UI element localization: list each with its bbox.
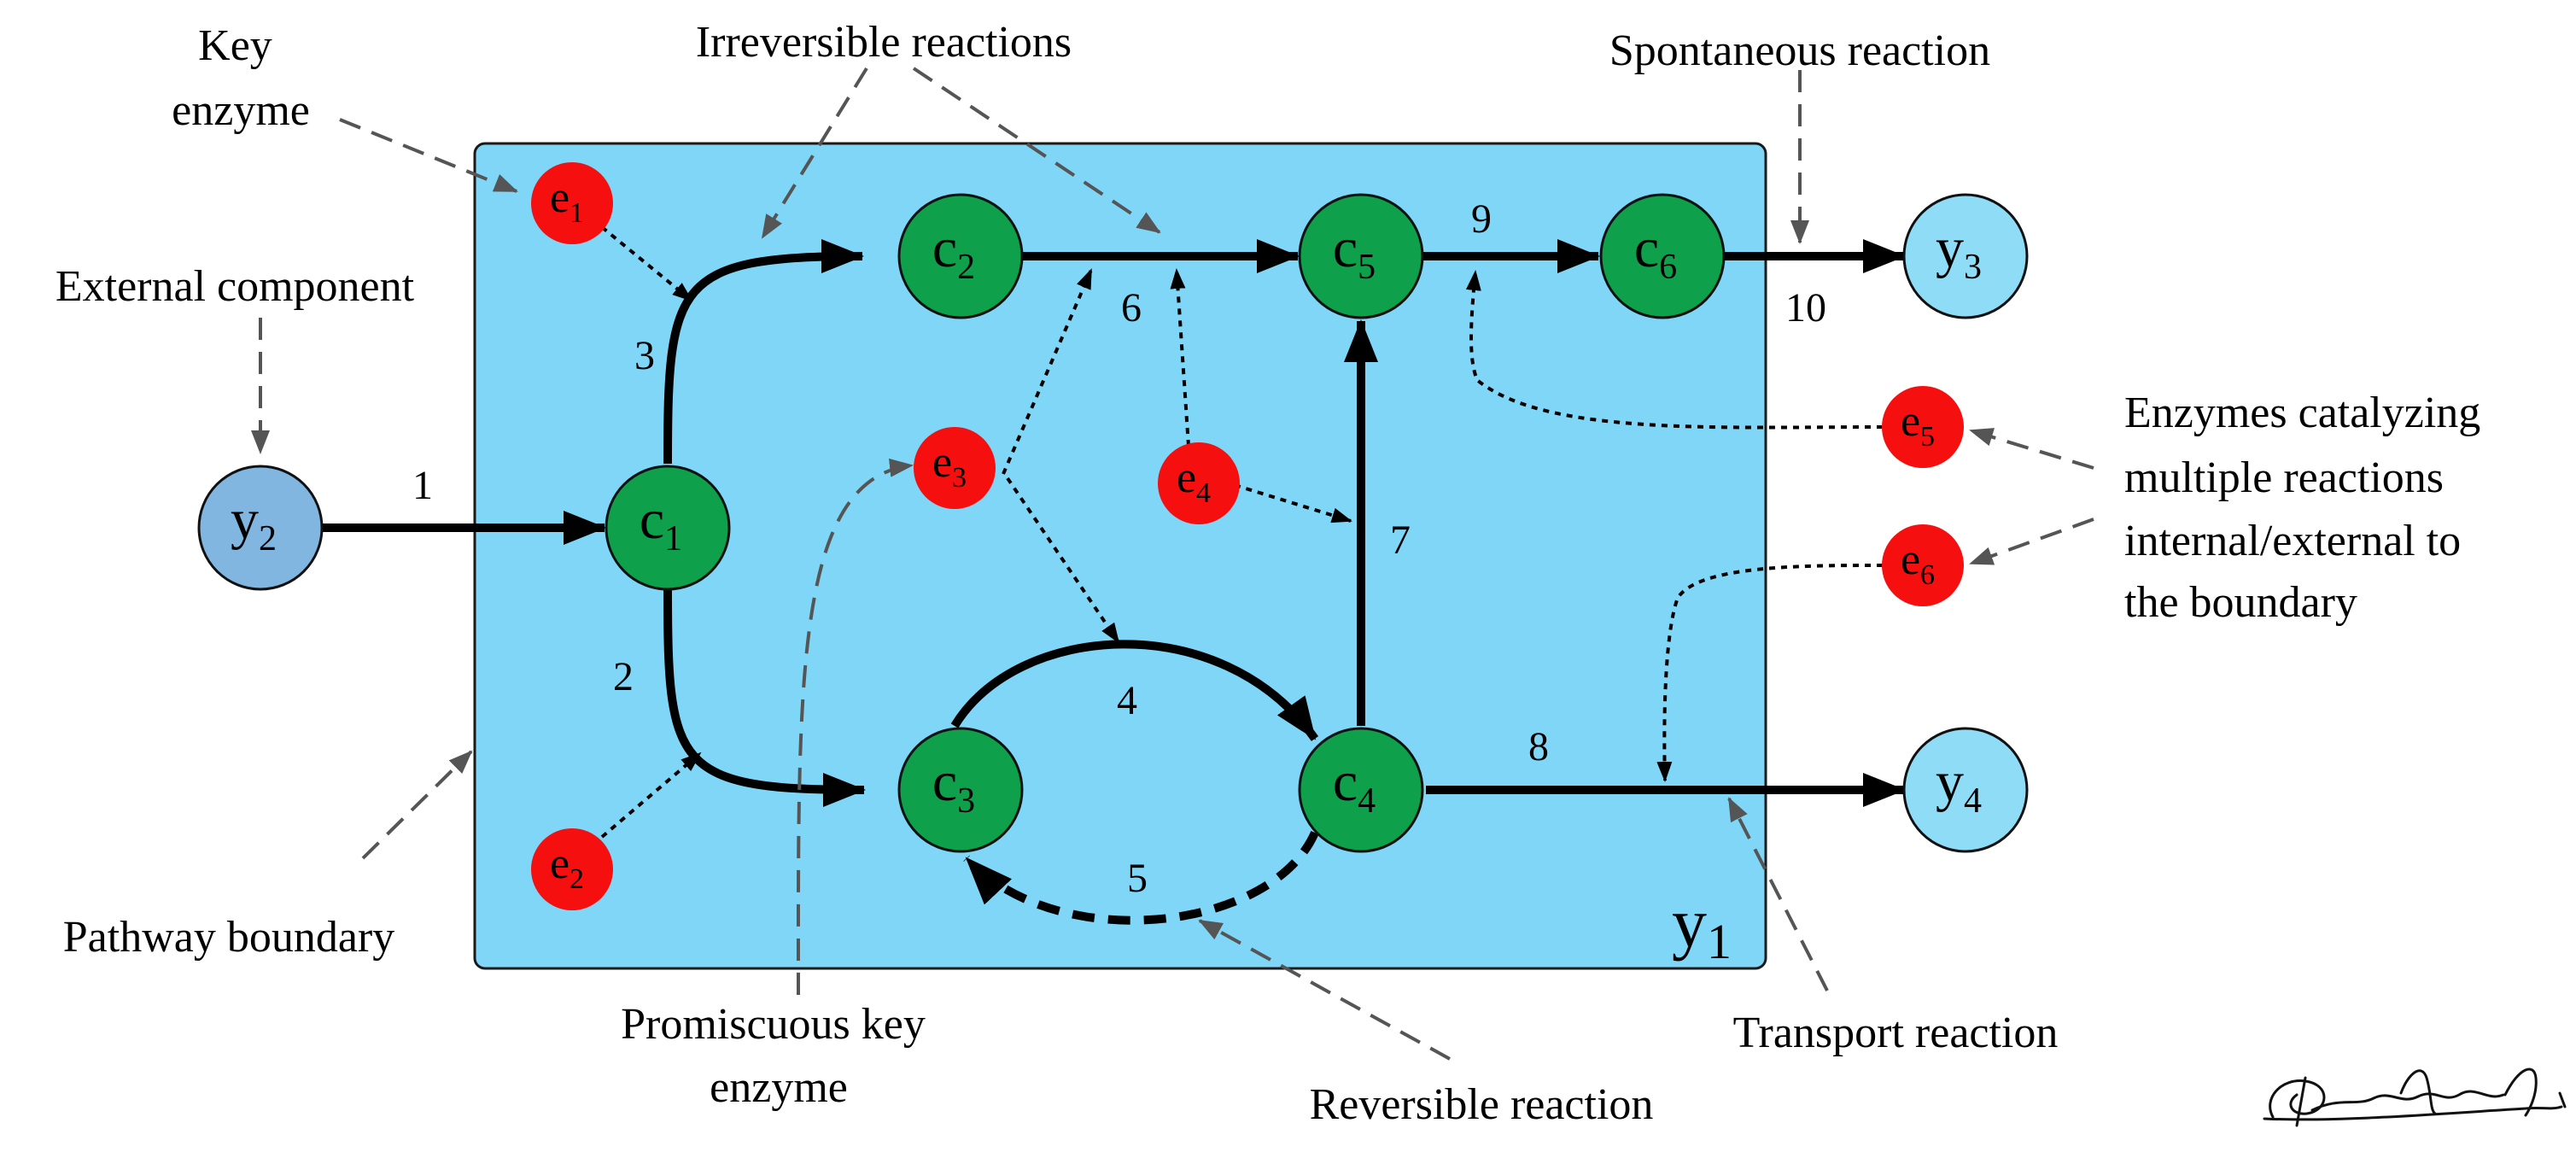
annotation-enzymes-multiple: Enzymes catalyzing multiple reactions in… [2124,389,2491,627]
reaction-label-6: 6 [1121,285,1142,330]
callout-promiscuous-arrow [796,458,914,996]
node-e2-circle [531,828,613,910]
reaction-label-5: 5 [1127,856,1148,901]
callout-arrows [251,67,2094,1061]
annotation-external-component: External component [55,262,415,311]
node-y4-circle [1902,727,2029,853]
callout-reversible-arrow [1198,919,1451,1061]
node-e4-circle [1158,442,1240,524]
node-c2-circle [897,193,1024,319]
reaction-label-7: 7 [1390,518,1411,563]
node-c2: c2 [897,193,1024,319]
reaction-3-arrow [663,239,864,465]
node-e5-circle [1882,386,1964,468]
node-c3-circle [897,727,1024,853]
node-c4: c4 [1298,727,1424,853]
node-c6-label: c6 [1634,217,1677,287]
node-e4-label: e4 [1177,453,1211,509]
annotations: Key enzyme Irreversible reactions Sponta… [55,18,2491,1129]
node-c5-label: c5 [1333,217,1376,287]
node-y2-label: y2 [231,488,277,559]
node-e3-circle [914,427,996,509]
node-c6-circle [1599,193,1726,319]
node-y2-circle [197,465,324,591]
reaction-4-arrow [950,640,1319,741]
node-c1-label: c1 [640,488,682,559]
node-e1-circle [531,162,613,244]
signature-mark [2263,1067,2567,1127]
node-c6: c6 [1599,193,1726,319]
annotation-key-enzyme: Key enzyme [172,21,310,135]
e3-to-r6-arrow [1002,268,1093,475]
node-e3: e3 [914,427,996,509]
e3-to-r4-arrow [1006,477,1120,644]
callout-transport-arrow [1727,797,1829,991]
callout-enzymes-e6-arrow [1969,518,2094,565]
reaction-5-arrow [963,830,1319,925]
node-y2: y2 [197,465,324,591]
nodes-layer: y2 c1 c2 c3 c4 c5 c6 y3 y4 e1 e2 e3 e4 e5 e6 [197,162,2029,910]
reaction-label-9: 9 [1471,196,1492,242]
node-y4: y4 [1902,727,2029,853]
pathway-boundary-box [473,142,1767,970]
node-c4-circle [1298,727,1424,853]
node-c5: c5 [1298,193,1424,319]
e1-to-r3-arrow [600,225,693,302]
node-c1-circle [605,465,731,591]
annotation-pathway-boundary: Pathway boundary [63,913,394,962]
annotation-spontaneous: Spontaneous reaction [1609,26,1990,75]
reaction-label-4: 4 [1117,678,1137,723]
callout-enzymes-e5-arrow [1969,428,2094,470]
node-e5: e5 [1882,386,1964,468]
reaction-label-1: 1 [412,463,433,508]
node-y3-circle [1902,193,2029,319]
node-c2-label: c2 [932,217,975,287]
node-e1: e1 [531,162,613,244]
reaction-label-3: 3 [634,333,655,378]
node-e5-label: e5 [1901,397,1935,453]
boundary-label: y1 [1672,884,1732,969]
reaction-label-2: 2 [613,654,634,699]
e4-to-r7-arrow [1234,483,1352,523]
e4-to-r6-arrow [1170,268,1190,447]
node-y3: y3 [1902,193,2029,319]
catalysis-arrows [600,225,1884,839]
reaction-labels: 1 2 3 4 5 6 7 8 9 10 [412,196,1826,901]
callout-irreversible-right-arrow [912,67,1161,234]
node-c1: c1 [605,465,731,591]
annotation-transport: Transport reaction [1733,1009,2059,1057]
node-y4-label: y4 [1936,751,1982,821]
reaction-label-8: 8 [1528,724,1549,769]
node-e6-circle [1882,524,1964,606]
node-e6: e6 [1882,524,1964,606]
node-e2: e2 [531,828,613,910]
node-c3: c3 [897,727,1024,853]
node-e2-label: e2 [550,839,584,895]
annotation-reversible: Reversible reaction [1310,1080,1654,1129]
node-c4-label: c4 [1333,751,1376,821]
node-y3-label: y3 [1936,217,1982,287]
e2-to-r2-arrow [600,752,702,839]
annotation-promiscuous: Promiscuous key enzyme [621,1000,937,1112]
node-c5-circle [1298,193,1424,319]
reaction-label-10: 10 [1785,285,1826,330]
callout-boundary-arrow [361,750,473,860]
node-e4: e4 [1158,442,1240,524]
e6-to-r8-arrow [1656,564,1884,782]
node-e6-label: e6 [1901,535,1935,591]
node-e3-label: e3 [932,438,967,494]
node-e1-label: e1 [550,173,584,229]
annotation-irreversible: Irreversible reactions [696,18,1072,67]
node-c3-label: c3 [932,751,975,821]
